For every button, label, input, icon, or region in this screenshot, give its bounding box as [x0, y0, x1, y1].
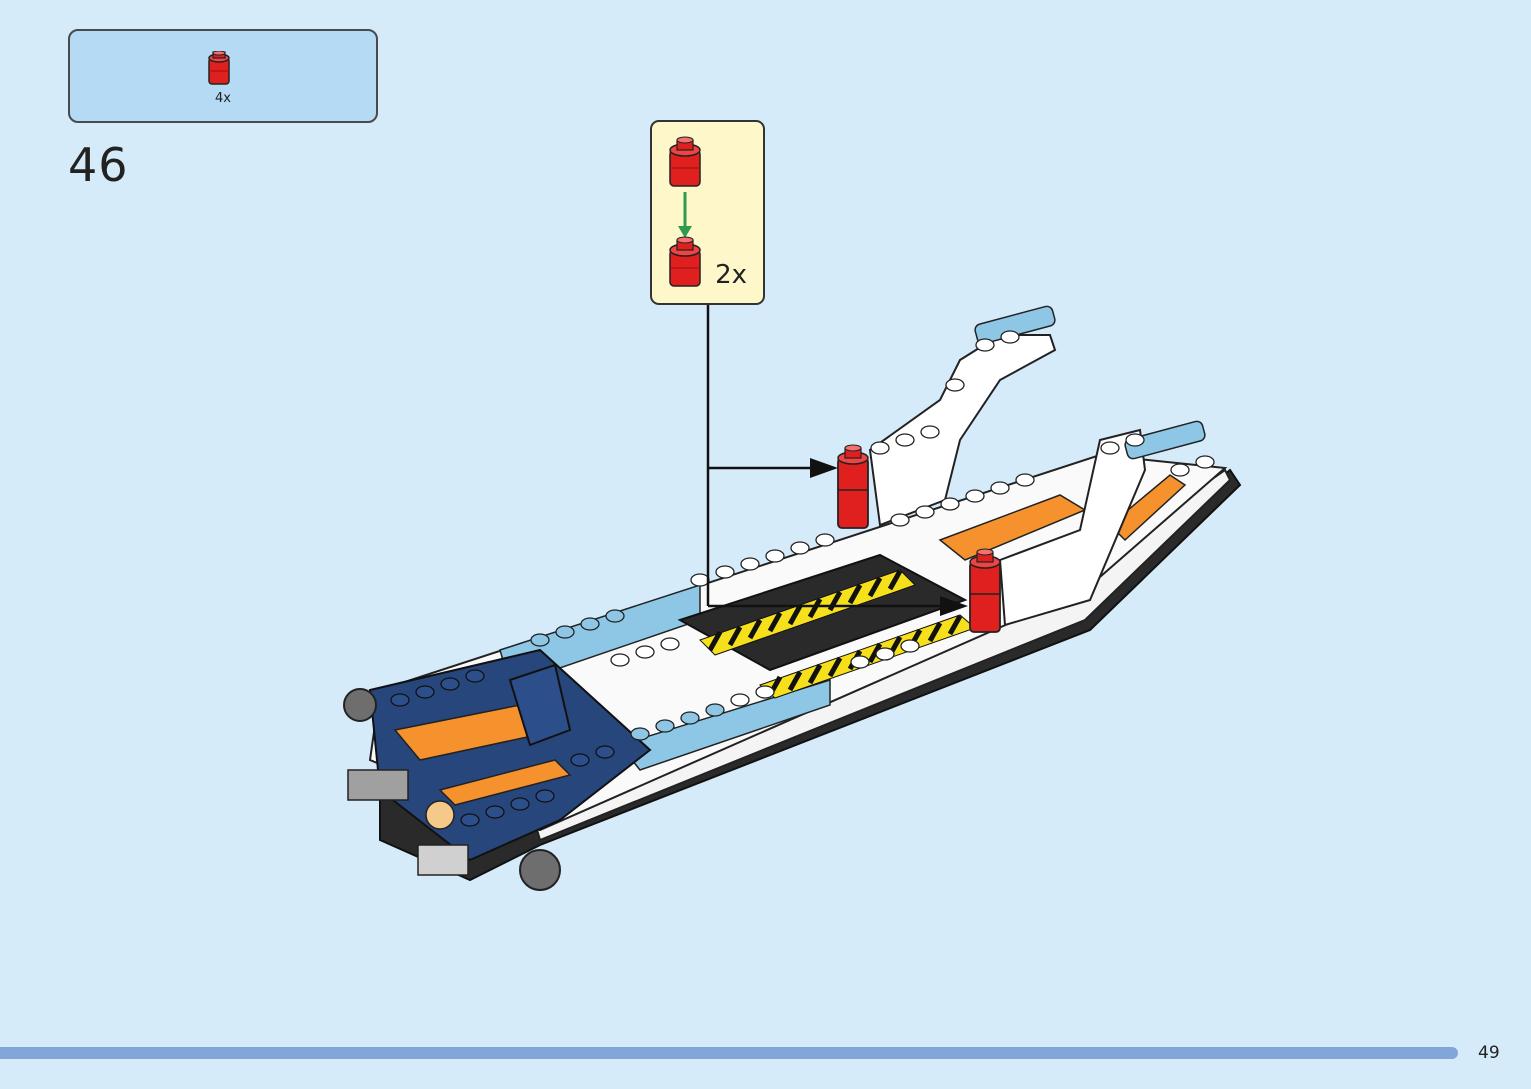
seat — [508, 663, 572, 747]
footer-progress-bar — [0, 1047, 1458, 1059]
placement-arrows — [706, 305, 942, 608]
page-number: 49 — [1478, 1043, 1500, 1063]
placed-red-brick-stack-left — [837, 444, 869, 529]
red-round-brick-icon — [208, 51, 230, 85]
stack-bricks-illustration — [669, 136, 701, 287]
parts-list-box: 4x — [68, 29, 378, 123]
red-round-brick-icon — [669, 236, 701, 287]
red-round-brick-icon — [669, 136, 701, 187]
step-number: 46 — [68, 138, 129, 192]
part-quantity: 4x — [215, 91, 231, 106]
subassembly-callout: 2x — [650, 120, 765, 305]
studs — [610, 330, 1215, 707]
callout-quantity: 2x — [715, 260, 747, 290]
placed-red-brick-stack-right — [969, 548, 1001, 633]
boat-model-illustration — [343, 305, 1242, 891]
